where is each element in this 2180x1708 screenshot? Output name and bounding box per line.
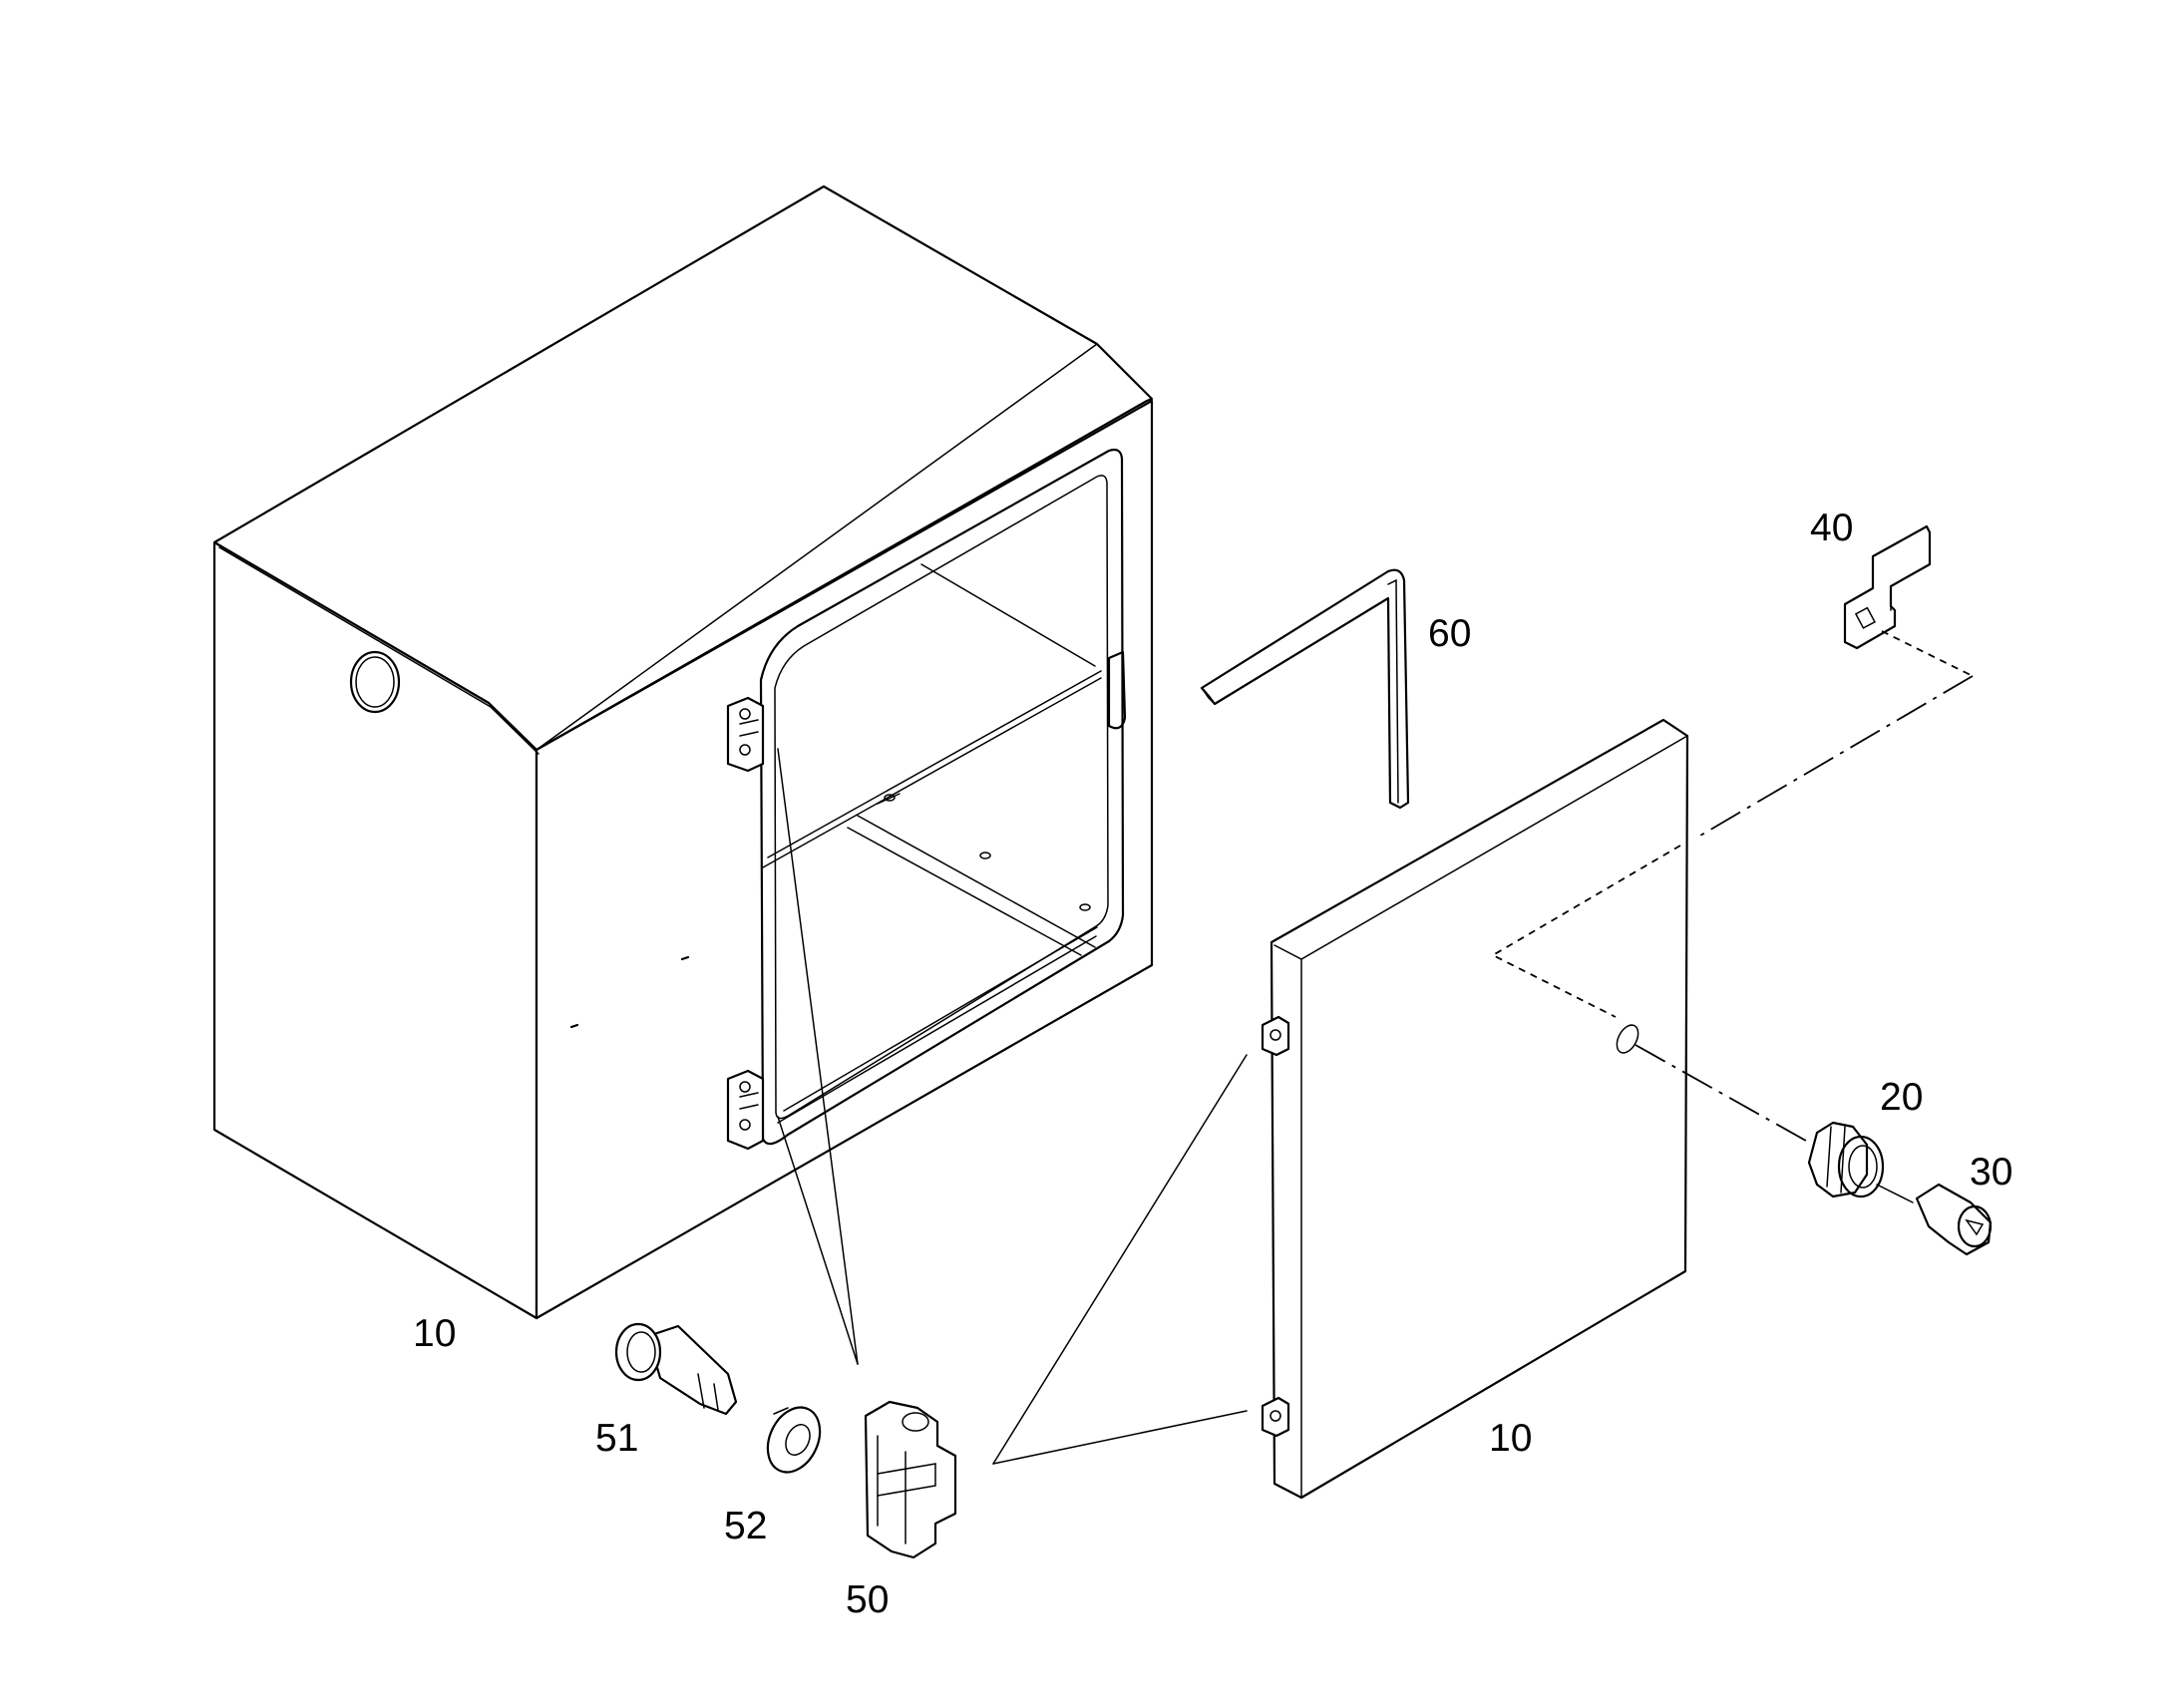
cable-hole <box>349 650 401 714</box>
housing-hinge-lower <box>726 1069 765 1151</box>
callout-hinge-bolt: 51 <box>595 1417 638 1460</box>
lock-insert-part <box>1915 1183 1993 1256</box>
door-lock-hole <box>1616 1024 1639 1054</box>
callout-lock-insert: 30 <box>1970 1151 2012 1194</box>
assembly-lines <box>1491 630 1974 1203</box>
callout-labels: 10 10 20 30 40 50 51 52 60 <box>413 507 2012 1621</box>
hinge-part <box>864 1400 957 1559</box>
callout-housing: 10 <box>413 1312 456 1355</box>
housing-hinge-upper <box>726 696 765 773</box>
door-front-face <box>1270 718 1689 1500</box>
callout-hinge: 50 <box>846 1578 889 1621</box>
callout-lock-barrel: 20 <box>1880 1076 1923 1119</box>
hinge-washer-part <box>766 1406 822 1474</box>
leader-lines <box>777 748 1248 1465</box>
callout-lock-bracket: 40 <box>1810 507 1853 549</box>
callout-door-seal: 60 <box>1428 612 1471 655</box>
callout-hinge-washer: 52 <box>724 1505 767 1547</box>
hinge-bolt-part <box>614 1322 738 1416</box>
enclosure-housing <box>212 184 1154 1320</box>
door-opening <box>759 448 1125 1146</box>
door-seal-part <box>1200 568 1410 810</box>
enclosure-door <box>1261 718 1689 1500</box>
housing-front-face <box>535 399 1154 1320</box>
callout-door: 10 <box>1489 1417 1532 1460</box>
lock-barrel-part <box>1807 1121 1885 1198</box>
lock-bracket-part <box>1843 524 1932 650</box>
